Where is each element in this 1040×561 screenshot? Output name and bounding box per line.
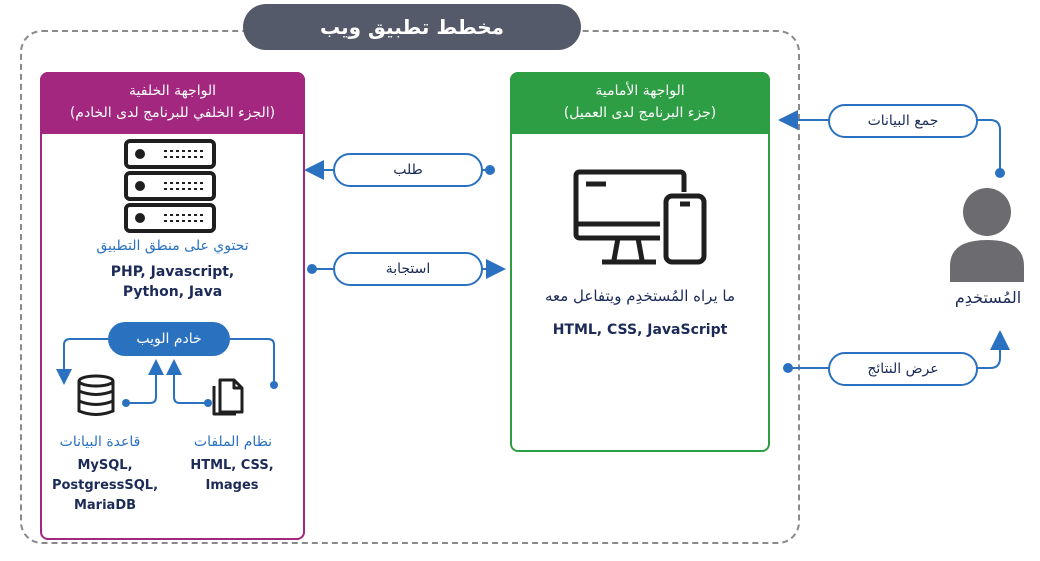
backend-header: الواجهة الخلفية (الجزء الخلفي للبرنامج ل… bbox=[40, 72, 305, 134]
user-label: المُستخدِم bbox=[954, 288, 1022, 307]
monitor-icon bbox=[573, 169, 707, 265]
frontend-header: الواجهة الأمامية (جزء البرنامج لدى العمي… bbox=[510, 72, 770, 134]
backend-languages-line2: Python, Java bbox=[122, 284, 223, 300]
backend-logic-label: تحتوي على منطق التطبيق bbox=[96, 238, 249, 254]
backend-subtitle: (الجزء الخلفي للبرنامج لدى الخادم) bbox=[69, 105, 276, 121]
frontend-tech: HTML, CSS, JavaScript bbox=[552, 322, 728, 338]
database-item-3: MariaDB bbox=[73, 498, 137, 513]
filesystem-label: نظام الملفات bbox=[193, 434, 273, 450]
frontend-title: الواجهة الأمامية bbox=[595, 83, 685, 99]
phone-icon bbox=[663, 193, 707, 265]
filesystem-item-2: Images bbox=[205, 478, 259, 493]
database-item-2: PostgressSQL, bbox=[51, 478, 159, 493]
diagram-title: مخطط تطبيق ويب bbox=[243, 4, 581, 50]
backend-title: الواجهة الخلفية bbox=[129, 83, 216, 99]
database-item-1: MySQL, bbox=[77, 458, 133, 473]
show-results-label: عرض النتائج bbox=[828, 352, 978, 386]
web-server-pill: خادم الويب bbox=[108, 322, 230, 356]
request-label: طلب bbox=[333, 153, 483, 187]
collect-data-label: جمع البيانات bbox=[828, 104, 978, 138]
frontend-caption: ما يراه المُستخدِم ويتفاعل معه bbox=[544, 287, 736, 305]
response-label: استجابة bbox=[333, 252, 483, 286]
database-icon bbox=[77, 374, 115, 416]
user-icon bbox=[950, 188, 1024, 282]
user-arrows bbox=[778, 110, 1010, 373]
web-server-connectors bbox=[56, 338, 278, 407]
backend-languages-line1: PHP, Javascript, bbox=[110, 264, 235, 280]
file-icon bbox=[212, 378, 244, 416]
filesystem-item-1: HTML, CSS, bbox=[190, 458, 274, 473]
database-label: قاعدة البيانات bbox=[59, 434, 141, 450]
frontend-subtitle: (جزء البرنامج لدى العميل) bbox=[563, 105, 717, 121]
server-icon bbox=[124, 139, 216, 233]
